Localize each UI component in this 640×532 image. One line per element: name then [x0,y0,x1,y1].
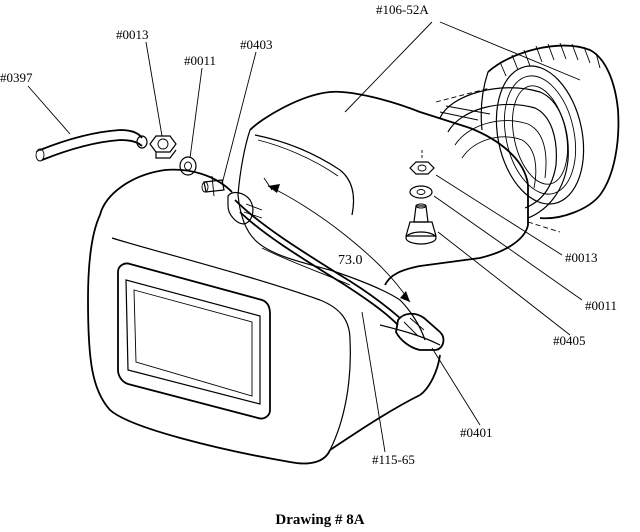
dimension-label: 73.0 [338,253,363,268]
fuel-tank [87,90,529,465]
label-0403: #0403 [240,37,273,52]
label-0013-top: #0013 [116,27,149,42]
label-0013-right: #0013 [565,250,598,265]
label-0011-top: #0011 [184,53,216,68]
washer-0011-left [179,156,197,176]
label-0405: #0405 [553,333,586,348]
filler-cap [435,42,620,233]
fitting-0403 [201,175,225,197]
dimension-line: 73.0 [263,177,411,303]
label-115-65: #115-65 [372,452,415,467]
nut-0013-right [409,150,435,175]
nut-0013-left [149,135,177,159]
leader-lines [27,21,583,453]
pickup-tube [227,191,445,351]
label-0397: #0397 [0,70,33,85]
fuel-line-assembly [35,129,148,162]
washer-0011-right [409,185,433,199]
fitting-0405 [405,203,437,245]
drawing-caption: Drawing # 8A [275,512,364,528]
label-106-52A: #106-52A [376,2,429,17]
label-0401: #0401 [460,425,493,440]
label-0011-right: #0011 [585,298,617,313]
